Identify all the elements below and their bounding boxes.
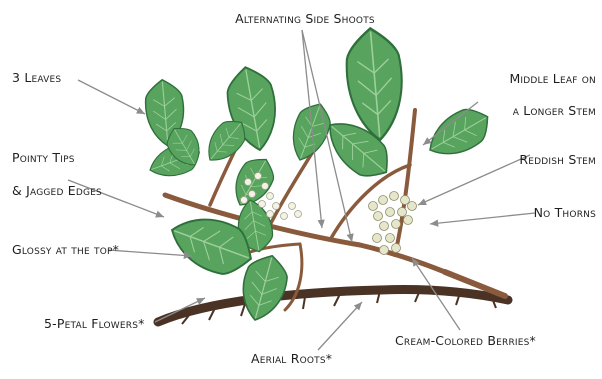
label-three-leaves: 3 Leaves bbox=[12, 70, 61, 85]
label-middle-leaf-line2: a Longer Stem bbox=[486, 103, 596, 118]
berry-cluster bbox=[369, 192, 417, 255]
label-reddish-stem: Reddish Stem bbox=[486, 152, 596, 167]
label-pointy-tips-line2: & Jagged Edges bbox=[12, 183, 102, 198]
leader-lines bbox=[68, 30, 535, 350]
leaves bbox=[143, 26, 497, 325]
label-five-petal-flowers: 5-Petal Flowers* bbox=[44, 316, 145, 331]
label-middle-leaf-line1: Middle Leaf on bbox=[486, 71, 596, 86]
label-aerial-roots: Aerial Roots* bbox=[251, 351, 332, 366]
label-cream-berries: Cream-Colored Berries* bbox=[395, 333, 536, 348]
label-alternating-side-shoots: Alternating Side Shoots bbox=[230, 11, 380, 26]
label-glossy-top: Glossy at the top* bbox=[12, 242, 119, 257]
label-no-thorns: No Thorns bbox=[486, 205, 596, 220]
label-pointy-tips-line1: Pointy Tips bbox=[12, 150, 75, 165]
